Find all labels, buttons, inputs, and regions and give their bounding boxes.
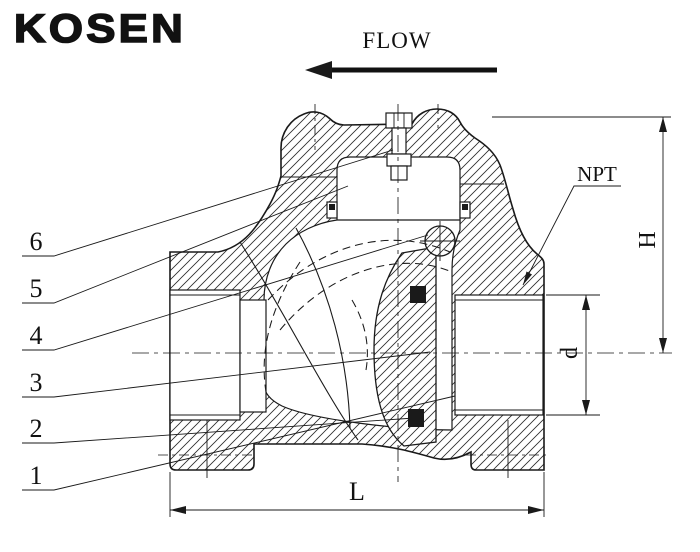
left-port-passage (239, 299, 267, 413)
disc-assembly (373, 221, 460, 447)
bonnet-bolt (385, 112, 413, 181)
seal-ring-top (410, 286, 426, 303)
bolt-shaft (391, 127, 407, 155)
callout-2-number: 2 (30, 414, 43, 443)
gasket-right (462, 204, 468, 210)
npt-label: NPT (577, 162, 617, 186)
bolt-collar (386, 153, 412, 167)
h-arrow-bottom (659, 338, 667, 353)
dimension-l: L (169, 472, 545, 517)
disc-open-outline-1 (267, 239, 451, 301)
bolt-head (385, 112, 413, 129)
right-port (454, 294, 544, 416)
bolt-head-facets (393, 113, 405, 128)
callout-4-number: 4 (30, 321, 43, 350)
part-callouts: 6 5 4 3 2 1 (22, 149, 456, 491)
left-port-bore (169, 289, 241, 421)
disc-open-outline-2 (279, 262, 453, 331)
npt-leader (522, 185, 621, 286)
npt-arrowhead (523, 271, 532, 285)
callout-3-leader (22, 351, 431, 398)
gasket-left (329, 204, 335, 210)
passage-edge-1 (239, 241, 359, 441)
callout-6-leader (22, 149, 394, 257)
left-port-thread-lines (170, 294, 240, 416)
internal-passage-edges (239, 227, 359, 441)
callout-1: 1 (22, 395, 456, 491)
dimension-h: H (492, 116, 671, 353)
callout-3: 3 (22, 351, 431, 398)
callout-2: 2 (22, 414, 415, 444)
l-arrow-right (528, 506, 544, 514)
callout-4: 4 (22, 234, 429, 351)
l-arrow-left (170, 506, 186, 514)
kosen-logo: KOSEN (14, 7, 186, 51)
passage-edge-2 (295, 227, 351, 429)
callout-6-number: 6 (30, 227, 43, 256)
dimension-d: d (546, 294, 600, 416)
hinge-pin-crosshair (420, 221, 460, 261)
centerlines (132, 104, 672, 482)
callout-2-leader (22, 417, 415, 444)
left-port (169, 289, 267, 421)
callout-3-number: 3 (30, 368, 43, 397)
npt-callout: NPT (522, 162, 621, 286)
callout-5: 5 (22, 185, 349, 304)
bonnet-chamber (336, 156, 461, 225)
d-arrow-top (582, 295, 590, 310)
h-label: H (635, 231, 661, 248)
flow-arrow-head (305, 61, 332, 79)
seal-ring-bottom (408, 409, 424, 427)
disc-open-edge (351, 299, 368, 371)
flow-indicator: FLOW (305, 28, 497, 79)
callout-5-leader (22, 185, 349, 304)
callout-1-number: 1 (30, 461, 43, 490)
l-label: L (349, 477, 365, 506)
right-port-thread-lines (455, 299, 543, 411)
flow-label: FLOW (362, 28, 431, 53)
right-port-bore (454, 294, 544, 416)
d-arrow-bottom (582, 400, 590, 415)
bolt-hole (390, 165, 408, 181)
callout-6: 6 (22, 149, 394, 257)
callout-5-number: 5 (30, 274, 43, 303)
h-arrow-top (659, 117, 667, 132)
callout-1-leader (22, 395, 456, 491)
callout-4-leader (22, 234, 429, 351)
d-label: d (557, 347, 583, 359)
